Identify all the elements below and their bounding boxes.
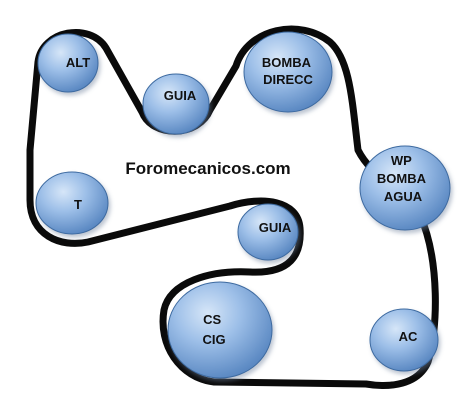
label-alt: ALT — [66, 55, 90, 70]
pulley-cs-cig — [167, 281, 273, 379]
site-watermark: Foromecanicos.com — [125, 159, 290, 178]
label-bomba-direcc: BOMBA DIRECC — [262, 55, 314, 87]
label-wp-bomba-agua: WP BOMBA AGUA — [377, 153, 429, 204]
label-cs-cig: CS CIG — [202, 312, 225, 347]
pulley-wp-bomba-agua — [359, 145, 451, 231]
pulley-guia-lower — [237, 203, 299, 261]
pulley-alt — [37, 33, 99, 93]
label-ac: AC — [399, 329, 418, 344]
label-guia-upper: GUIA — [164, 88, 197, 103]
pulley-t — [35, 171, 109, 235]
pulley-bomba-direcc — [243, 31, 333, 113]
pulley-ac — [369, 308, 439, 372]
label-t: T — [74, 197, 82, 212]
label-guia-lower: GUIA — [259, 220, 292, 235]
pulley-guia-upper — [142, 73, 210, 135]
